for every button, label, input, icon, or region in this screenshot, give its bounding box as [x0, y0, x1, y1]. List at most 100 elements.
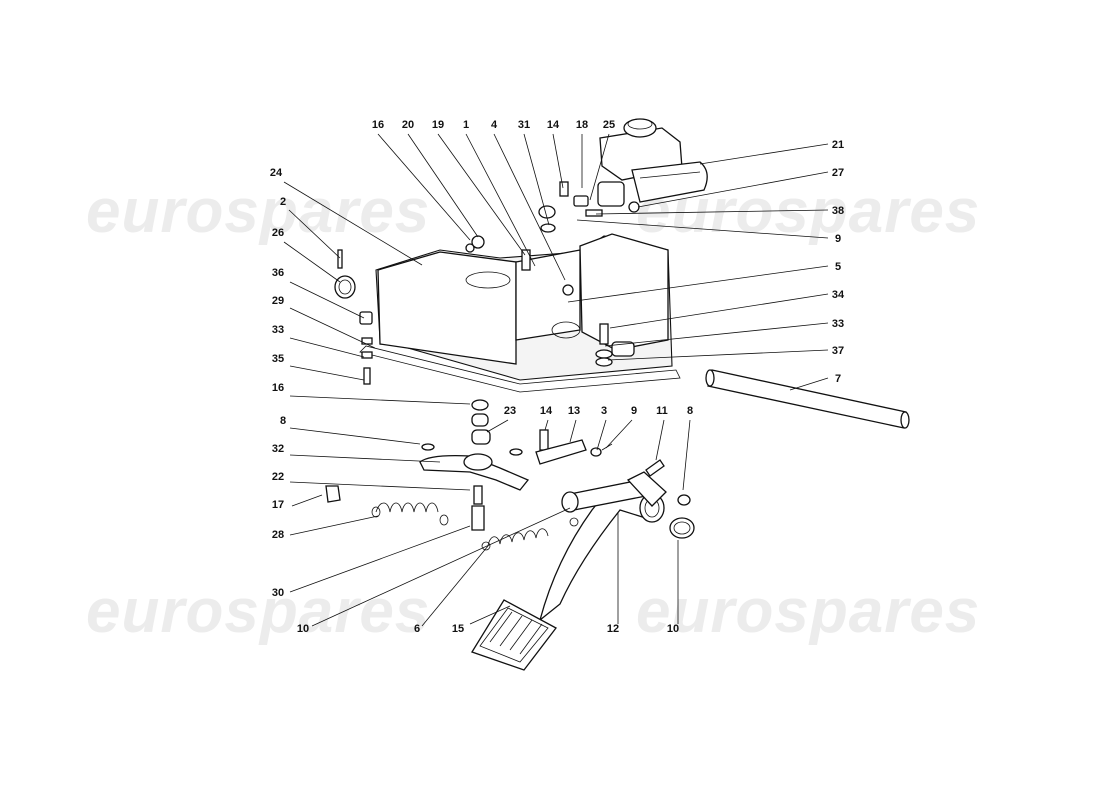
leader-line-c35: [289, 365, 365, 381]
callout-label-c14a: 14: [547, 119, 560, 131]
callout-label-c10a: 10: [297, 623, 309, 635]
watermark-bottom-right: eurospares: [636, 577, 981, 646]
callout-label-c10b: 10: [667, 623, 679, 635]
clevis-assembly: [535, 429, 613, 465]
callout-label-c24: 24: [270, 167, 283, 179]
callout-label-c20: 20: [402, 119, 414, 131]
leader-line-c29: [289, 307, 376, 349]
callout-label-c18: 18: [576, 119, 588, 131]
return-spring-6: [481, 517, 579, 551]
leader-line-c24: [283, 181, 423, 266]
leader-line-c2: [288, 209, 341, 259]
leader-line-c3: [596, 419, 607, 451]
leader-line-c14b: [544, 419, 549, 431]
callout-label-c32: 32: [272, 443, 284, 455]
callout-label-c7: 7: [835, 373, 841, 385]
leader-line-c15: [469, 605, 511, 625]
leader-line-c10a: [311, 507, 571, 627]
callout-label-c38: 38: [832, 205, 844, 217]
watermark-top-left: eurospares: [86, 177, 431, 246]
leader-line-c27: [637, 171, 829, 208]
leader-line-c20: [407, 133, 479, 238]
pedal-shaft-part: [705, 369, 910, 429]
leader-line-c33a: [604, 322, 829, 347]
leader-line-c9b: [605, 419, 633, 449]
leader-line-c21: [699, 143, 829, 165]
callout-label-c35: 35: [272, 353, 284, 365]
callout-label-c6: 6: [414, 623, 420, 635]
brake-reservoir-part: [599, 118, 708, 203]
leader-line-c33b: [289, 337, 365, 358]
callout-label-c5: 5: [835, 261, 841, 273]
callout-label-c8b: 8: [687, 405, 693, 417]
master-cylinder-fittings: [538, 181, 640, 233]
leader-line-c34: [609, 293, 829, 329]
callout-label-c25: 25: [603, 119, 615, 131]
callout-label-c9a: 9: [835, 233, 841, 245]
callout-label-c28: 28: [272, 529, 284, 541]
callout-label-c13: 13: [568, 405, 580, 417]
leader-line-c5: [567, 265, 829, 303]
callout-label-c34: 34: [832, 289, 845, 301]
callout-label-c19: 19: [432, 119, 444, 131]
leader-line-c14a: [552, 133, 564, 189]
callout-label-c8a: 8: [280, 415, 286, 427]
leader-line-c17: [291, 494, 323, 507]
leader-line-c11: [655, 419, 665, 461]
callout-label-c30: 30: [272, 587, 284, 599]
callout-label-c1: 1: [463, 119, 469, 131]
leader-line-c37: [607, 349, 829, 361]
callout-label-c23: 23: [504, 405, 516, 417]
leader-line-c8a: [289, 427, 421, 445]
leader-line-c16b: [289, 395, 471, 405]
callout-label-c36: 36: [272, 267, 284, 279]
clutch-pedal-part: [471, 471, 667, 671]
housing-side-fasteners: [334, 249, 373, 385]
callout-label-c22: 22: [272, 471, 284, 483]
leader-line-c28: [289, 515, 379, 536]
leader-line-c26: [283, 241, 341, 283]
leader-line-c13: [569, 419, 577, 443]
callout-label-c37: 37: [832, 345, 844, 357]
callout-label-c14b: 14: [540, 405, 553, 417]
leader-line-c19: [437, 133, 526, 256]
callout-label-c11: 11: [656, 405, 668, 417]
callout-label-c29: 29: [272, 295, 284, 307]
callout-label-c21: 21: [832, 139, 844, 151]
leader-line-c31: [523, 133, 550, 226]
leader-line-c9a: [576, 219, 829, 239]
leader-line-c16a: [377, 133, 471, 241]
callout-label-c26: 26: [272, 227, 284, 239]
leader-line-c32: [289, 454, 441, 463]
leader-line-c36: [289, 281, 365, 319]
leader-line-c38: [595, 209, 829, 215]
callout-label-c9b: 9: [631, 405, 637, 417]
return-spring-28: [325, 485, 449, 526]
leader-line-c25: [589, 133, 610, 201]
leader-line-c8b: [682, 419, 691, 491]
callout-label-c2: 2: [280, 196, 286, 208]
callout-label-c16b: 16: [272, 382, 284, 394]
leader-line-c1: [465, 133, 536, 267]
callout-label-c16a: 16: [372, 119, 384, 131]
pedal-lever-assembly: [419, 399, 530, 531]
callout-label-c33a: 33: [832, 318, 844, 330]
callout-label-c15: 15: [452, 623, 464, 635]
pedal-bushings: [645, 459, 695, 539]
leader-line-c30: [289, 525, 471, 593]
callout-label-c33b: 33: [272, 324, 284, 336]
pedal-box-housing-part: [359, 233, 681, 393]
watermark-bottom-left: eurospares: [86, 577, 431, 646]
callout-label-c27: 27: [832, 167, 844, 179]
leader-line-c22: [289, 481, 471, 491]
leader-line-c4: [493, 133, 566, 281]
leader-line-c7: [789, 377, 829, 391]
callout-label-c31: 31: [518, 119, 530, 131]
callout-label-c4: 4: [491, 119, 498, 131]
leader-line-c23: [486, 419, 509, 433]
callout-label-c12: 12: [607, 623, 619, 635]
leader-line-c6: [421, 545, 489, 627]
